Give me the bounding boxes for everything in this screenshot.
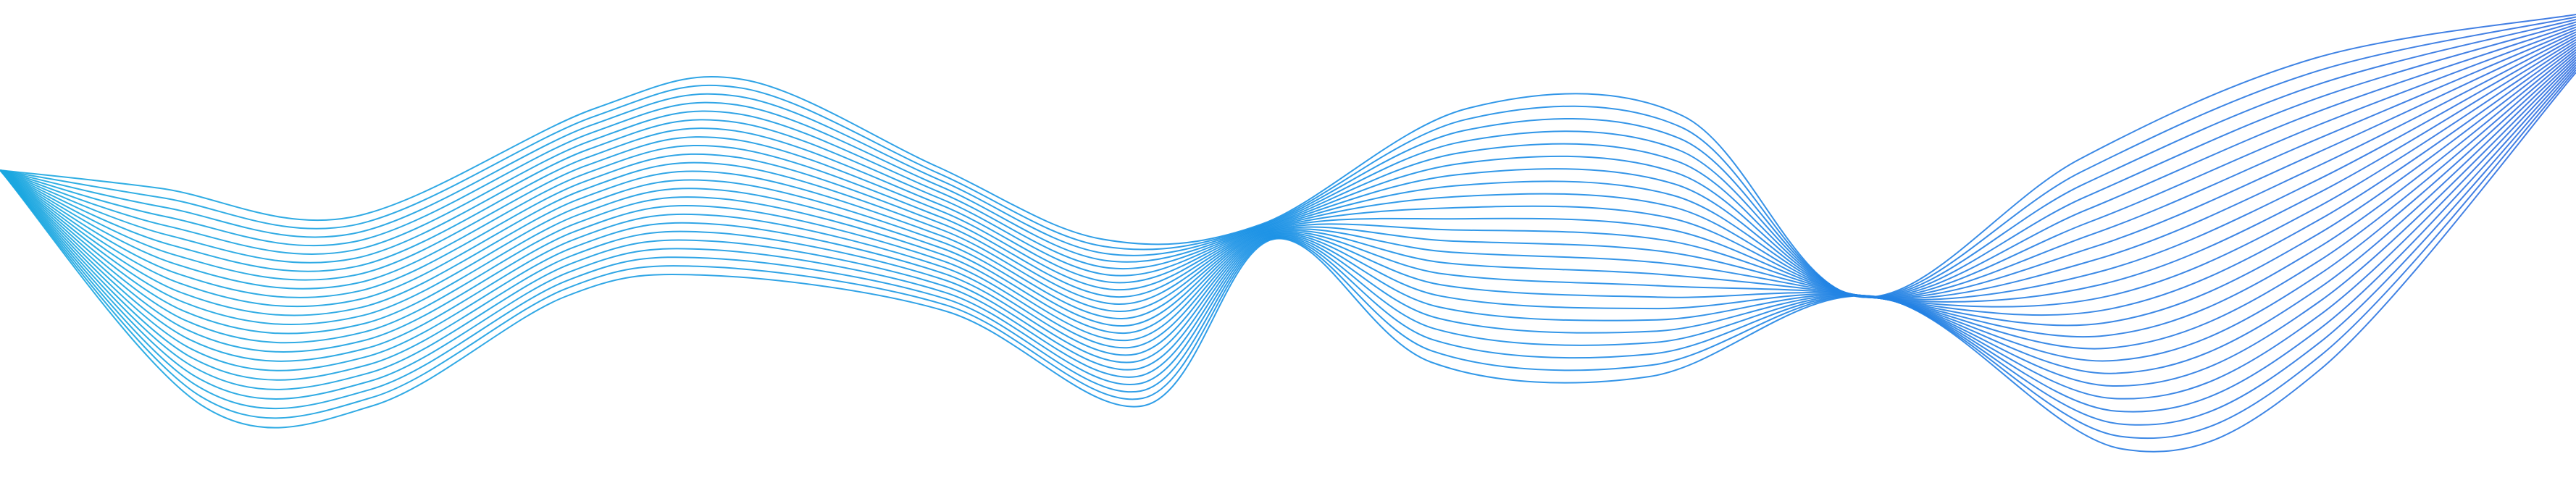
wave-line [0, 26, 2576, 299]
wave-line [0, 33, 2576, 300]
wave-line [0, 31, 2576, 299]
wave-line [0, 16, 2576, 298]
wave-line [0, 36, 2576, 306]
wave-line [0, 69, 2576, 440]
wave-line [0, 43, 2576, 327]
wave-line [0, 28, 2576, 299]
wave-line [0, 49, 2576, 344]
wave-line [0, 62, 2576, 400]
wave-line [0, 67, 2576, 426]
wave-line [0, 56, 2576, 374]
wave-line [0, 38, 2576, 313]
wave-lines-group [0, 14, 2576, 453]
wave-line [0, 23, 2576, 298]
wave-line [0, 64, 2576, 413]
wave-line [0, 51, 2576, 353]
wave-line [0, 21, 2576, 298]
wave-line [0, 59, 2576, 387]
wave-line [0, 46, 2576, 335]
wave-line [0, 14, 2576, 298]
wave-line [0, 72, 2576, 453]
wave-line [0, 19, 2576, 298]
wave-line [0, 54, 2576, 362]
wave-line [0, 41, 2576, 320]
